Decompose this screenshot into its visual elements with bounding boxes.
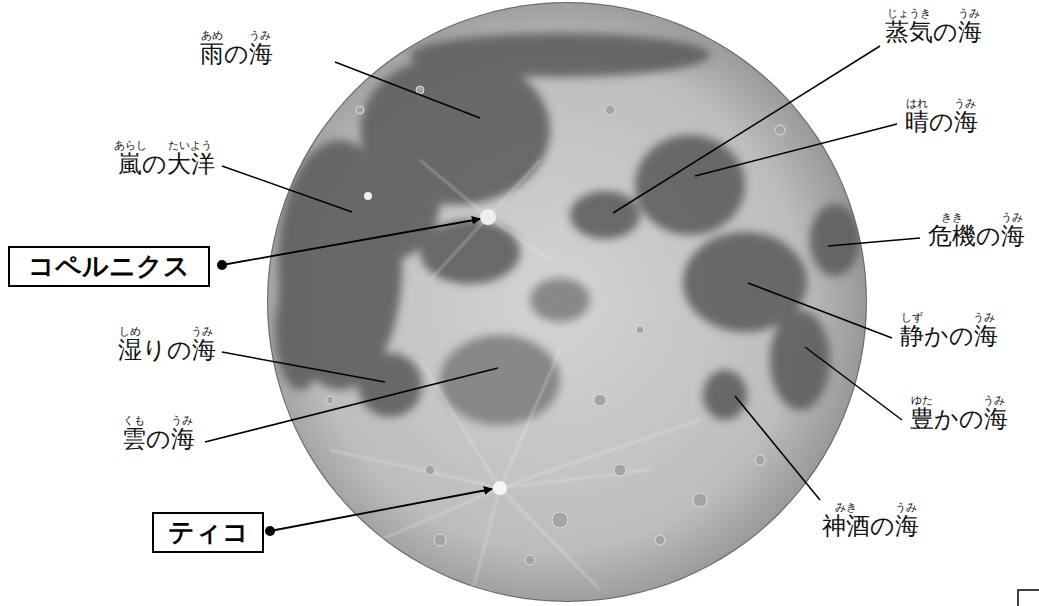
furigana: うみ <box>171 415 193 426</box>
furigana: はれ <box>906 98 928 109</box>
mare-name: 雲の海 <box>122 425 195 454</box>
mare-name: 静かの海 <box>900 322 998 351</box>
furigana: うみ <box>895 502 917 513</box>
crater-name-box: コペルニクス <box>8 246 210 287</box>
furigana: あらし <box>114 140 147 151</box>
pointer-arrows <box>217 219 492 536</box>
mare-name: 豊かの海 <box>910 405 1008 434</box>
furigana: うみ <box>983 395 1005 406</box>
furigana: みき <box>835 502 857 513</box>
furigana: うみ <box>973 312 995 323</box>
furigana: うみ <box>1001 212 1023 223</box>
furigana: うみ <box>958 8 980 19</box>
furigana: あめ <box>201 30 223 41</box>
mare-name: 晴の海 <box>905 108 978 137</box>
crater-name: コペルニクス <box>28 251 190 281</box>
furigana: ゆた <box>911 395 933 406</box>
corner-mark <box>1018 590 1039 606</box>
crater-name: ティコ <box>168 517 249 547</box>
mare-name: 神酒の海 <box>822 512 919 541</box>
furigana: しず <box>901 312 923 323</box>
mare-name: 蒸気の海 <box>885 18 982 47</box>
furigana: うみ <box>249 30 271 41</box>
furigana: たいよう <box>168 140 212 151</box>
crater-name-box: ティコ <box>152 512 264 553</box>
moon-surface <box>268 3 866 601</box>
furigana: しめ <box>119 326 141 337</box>
mare-name: 危機の海 <box>928 222 1025 251</box>
furigana: きき <box>941 212 963 223</box>
moon-limb <box>267 2 867 602</box>
mare-name: 嵐の大洋 <box>118 150 215 179</box>
mare-name: 湿りの海 <box>118 336 216 365</box>
furigana: くも <box>123 415 145 426</box>
furigana: じょうき <box>887 8 931 19</box>
furigana: うみ <box>954 98 976 109</box>
leader-lines <box>205 46 920 500</box>
mare-name: 雨の海 <box>200 40 273 69</box>
furigana: うみ <box>191 326 213 337</box>
